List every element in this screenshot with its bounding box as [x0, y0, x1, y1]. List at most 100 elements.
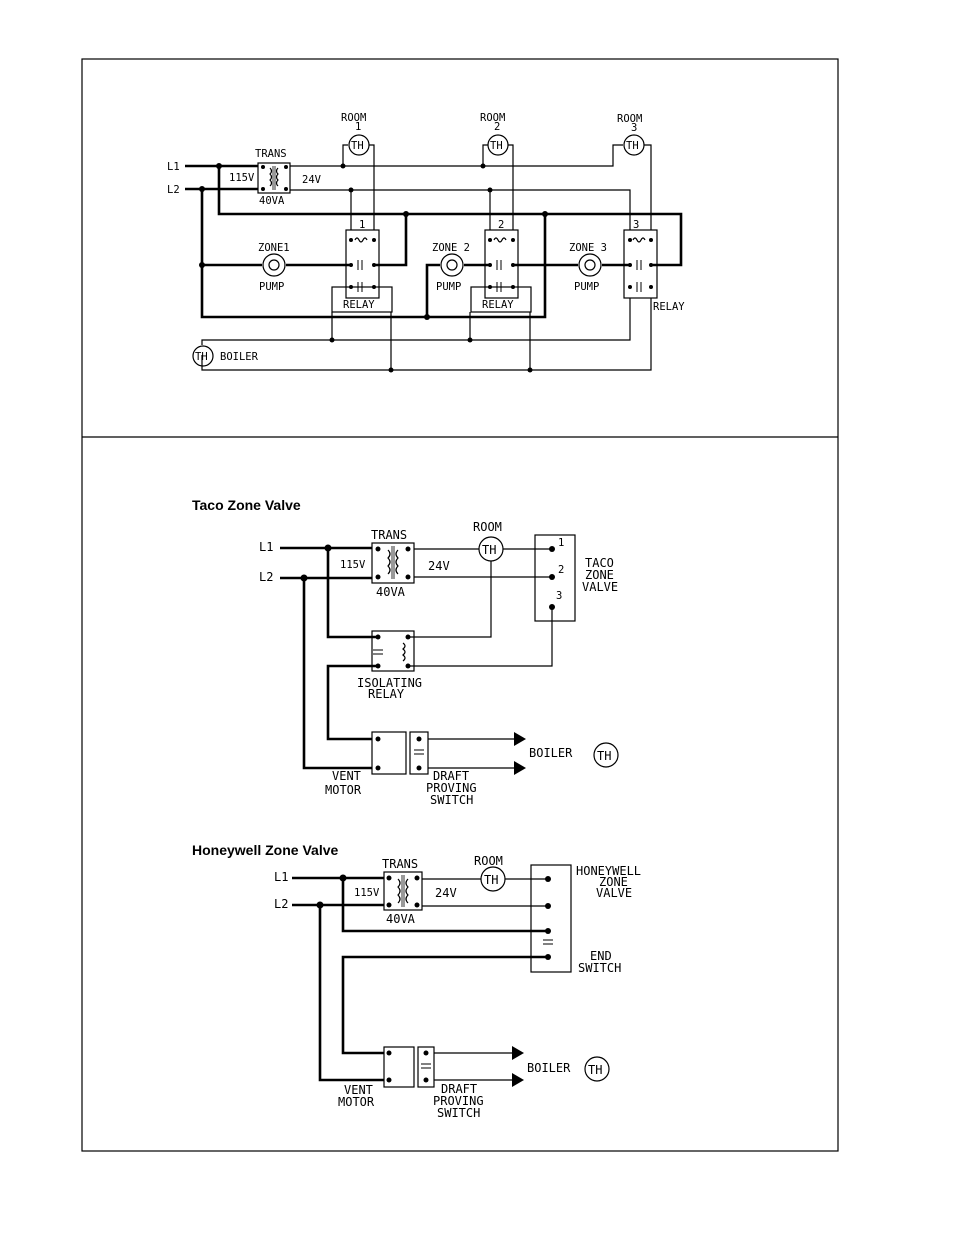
d1-zone3-pump: ZONE 3 PUMP [569, 242, 607, 293]
honeywell-vent-motor: VENT MOTOR [338, 1046, 415, 1109]
taco-boiler-arrow-bottom [514, 761, 526, 775]
svg-text:RELAY: RELAY [482, 299, 514, 311]
honeywell-boiler-arrow-top [512, 1046, 524, 1060]
d1-room2-thermostat: ROOM 2 TH [480, 112, 514, 230]
d1-40va-label: 40VA [259, 195, 285, 207]
svg-text:VALVE: VALVE [596, 886, 632, 900]
svg-text:ZONE: ZONE [585, 568, 614, 582]
taco-heading: Taco Zone Valve [192, 497, 301, 513]
d1-24v-label: 24V [302, 174, 322, 186]
svg-text:VENT: VENT [332, 769, 361, 783]
taco-transformer [371, 542, 415, 584]
svg-text:TH: TH [484, 873, 498, 887]
svg-text:TH: TH [490, 140, 503, 152]
svg-text:ISOLATING: ISOLATING [357, 676, 422, 690]
svg-text:1: 1 [359, 219, 365, 231]
honeywell-boiler-thermostat: TH [584, 1056, 610, 1082]
svg-text:PROVING: PROVING [433, 1094, 484, 1108]
svg-text:3: 3 [631, 122, 637, 134]
taco-zone-valve: 1 2 3 TACO ZONE VALVE [534, 534, 618, 622]
svg-text:TH: TH [588, 1063, 602, 1077]
d1-room3-thermostat: ROOM 3 TH [617, 113, 652, 230]
d1-boiler-thermostat: TH BOILER [192, 345, 259, 367]
taco-24v-label: 24V [428, 559, 450, 573]
d1-relay-3: 3 RELAY [623, 219, 685, 313]
d1-l2-label: L2 [167, 184, 180, 196]
honeywell-room-thermostat: ROOM TH [474, 854, 506, 892]
svg-text:BOILER: BOILER [220, 351, 259, 363]
d1-trans-label: TRANS [255, 148, 287, 160]
honeywell-40va-label: 40VA [386, 912, 416, 926]
diagram-taco-zone-valve: Taco Zone Valve L1 L2 TRANS 115V 24V 40V… [192, 497, 619, 807]
diagram-honeywell-zone-valve: Honeywell Zone Valve L1 L2 TRANS 115V 24… [192, 842, 641, 1120]
d1-zone1-pump: ZONE1 PUMP [258, 242, 290, 293]
d1-zone2-pump: ZONE 2 PUMP [432, 242, 470, 293]
honeywell-transformer [383, 871, 423, 911]
svg-text:RELAY: RELAY [368, 687, 405, 701]
d1-relay-2: 2 RELAY [470, 219, 532, 313]
svg-text:TH: TH [195, 351, 208, 363]
honeywell-heading: Honeywell Zone Valve [192, 842, 338, 858]
svg-text:1: 1 [558, 537, 564, 549]
svg-text:SWITCH: SWITCH [437, 1106, 480, 1120]
taco-l1-label: L1 [259, 540, 273, 554]
honeywell-trans-label: TRANS [382, 857, 418, 871]
svg-text:ROOM: ROOM [473, 520, 502, 534]
honeywell-boiler-arrow-bottom [512, 1073, 524, 1087]
svg-text:1: 1 [355, 121, 361, 133]
svg-text:ROOM: ROOM [480, 112, 505, 124]
d1-l1-label: L1 [167, 161, 180, 173]
svg-text:ZONE: ZONE [599, 875, 628, 889]
svg-text:3: 3 [633, 219, 639, 231]
svg-text:MOTOR: MOTOR [325, 783, 362, 797]
taco-l2-label: L2 [259, 570, 273, 584]
svg-text:ROOM: ROOM [474, 854, 503, 868]
svg-text:TH: TH [597, 749, 611, 763]
honeywell-24v-label: 24V [435, 886, 457, 900]
svg-text:PUMP: PUMP [436, 281, 461, 293]
honeywell-115v-label: 115V [354, 887, 380, 899]
taco-vent-motor: VENT MOTOR [325, 731, 407, 797]
svg-text:SWITCH: SWITCH [578, 961, 621, 975]
svg-text:2: 2 [494, 121, 500, 133]
svg-text:ZONE 3: ZONE 3 [569, 242, 607, 254]
svg-text:HONEYWELL: HONEYWELL [576, 864, 641, 878]
svg-text:DRAFT: DRAFT [441, 1082, 477, 1096]
svg-text:TACO: TACO [585, 556, 614, 570]
svg-text:RELAY: RELAY [343, 299, 375, 311]
taco-boiler-label: BOILER [529, 746, 573, 760]
d1-115v-label: 115V [229, 172, 255, 184]
svg-text:TH: TH [482, 543, 496, 557]
svg-text:PUMP: PUMP [259, 281, 284, 293]
taco-draft-proving-switch: DRAFT PROVING SWITCH [409, 731, 477, 807]
taco-isolating-relay: ISOLATING RELAY [357, 630, 422, 701]
taco-40va-label: 40VA [376, 585, 406, 599]
svg-text:TH: TH [626, 140, 639, 152]
d1-transformer [257, 162, 291, 194]
svg-text:END: END [590, 949, 612, 963]
svg-text:VALVE: VALVE [582, 580, 618, 594]
svg-text:ROOM: ROOM [341, 112, 366, 124]
page-frame [81, 58, 839, 1152]
svg-text:ZONE 2: ZONE 2 [432, 242, 470, 254]
svg-text:3: 3 [556, 590, 562, 602]
honeywell-zone-valve: HONEYWELL ZONE VALVE END SWITCH [530, 864, 641, 975]
taco-boiler-arrow-top [514, 732, 526, 746]
honeywell-boiler-label: BOILER [527, 1061, 571, 1075]
taco-room-thermostat: ROOM TH [473, 520, 504, 562]
taco-boiler-thermostat: TH [593, 742, 619, 768]
d1-room1-thermostat: ROOM 1 TH [341, 112, 375, 230]
svg-text:SWITCH: SWITCH [430, 793, 473, 807]
svg-text:2: 2 [558, 564, 564, 576]
honeywell-l2-label: L2 [274, 897, 288, 911]
d1-relay-1: 1 RELAY [331, 219, 393, 313]
svg-text:VENT: VENT [344, 1083, 373, 1097]
svg-text:ZONE1: ZONE1 [258, 242, 290, 254]
svg-text:DRAFT: DRAFT [433, 769, 469, 783]
taco-115v-label: 115V [340, 559, 366, 571]
taco-trans-label: TRANS [371, 528, 407, 542]
svg-text:ROOM: ROOM [617, 113, 642, 125]
svg-text:MOTOR: MOTOR [338, 1095, 375, 1109]
honeywell-l1-label: L1 [274, 870, 288, 884]
